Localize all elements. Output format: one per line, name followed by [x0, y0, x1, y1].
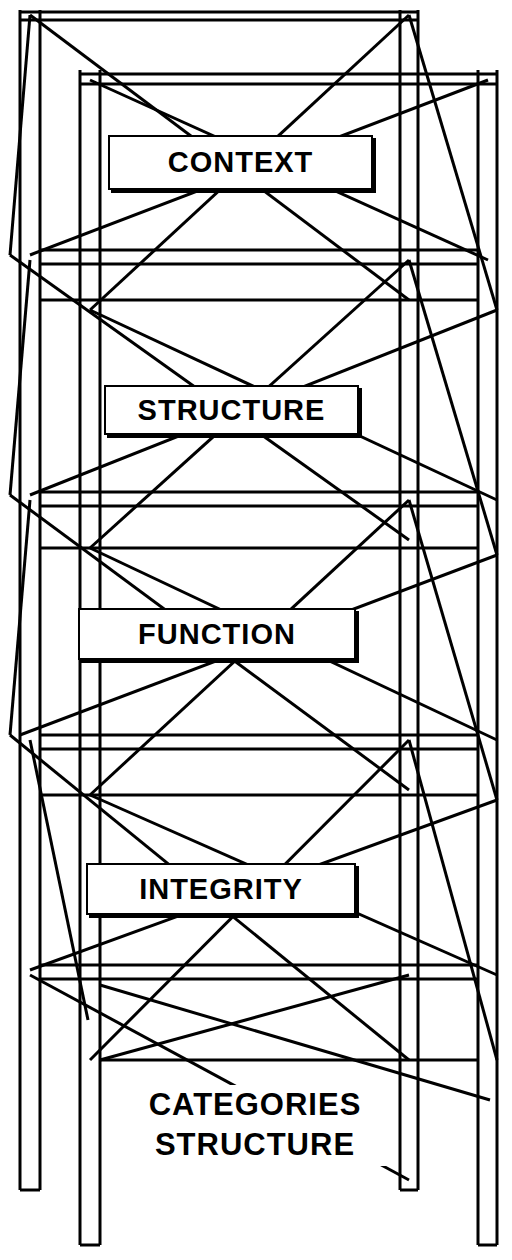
category-box: CONTEXT — [108, 135, 373, 190]
category-label: CONTEXT — [168, 146, 314, 179]
category-label: STRUCTURE — [138, 394, 326, 427]
category-box: FUNCTION — [78, 608, 356, 660]
caption: CATEGORIES STRUCTURE — [120, 1085, 390, 1166]
category-label: INTEGRITY — [139, 873, 303, 906]
category-label: FUNCTION — [138, 618, 296, 651]
category-box: INTEGRITY — [86, 863, 356, 915]
category-box: STRUCTURE — [104, 385, 359, 435]
